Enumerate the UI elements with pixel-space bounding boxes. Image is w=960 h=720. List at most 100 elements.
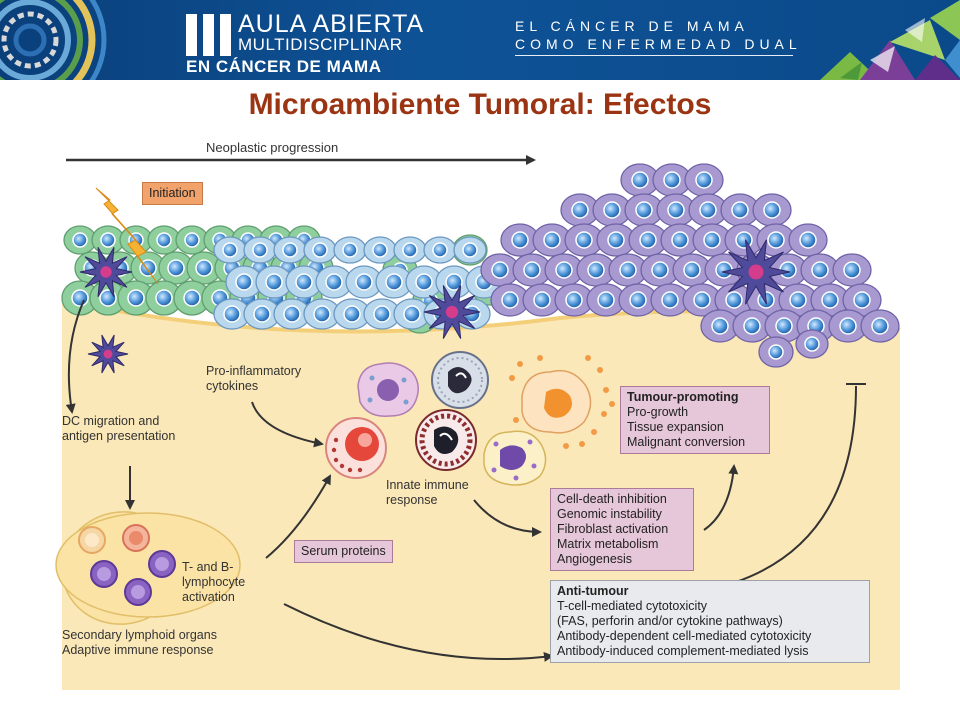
cell-nucleus bbox=[222, 242, 238, 258]
cell-nucleus bbox=[799, 231, 817, 249]
dendritic-cell-nucleus bbox=[748, 264, 764, 280]
macrophage-icon bbox=[521, 369, 592, 434]
mast-cell-icon bbox=[357, 362, 419, 417]
dendritic-cell-nucleus bbox=[445, 305, 459, 319]
dendritic-cell-nucleus bbox=[100, 266, 112, 278]
cell-nucleus bbox=[403, 305, 421, 323]
anti-tumour-inhibit-line bbox=[735, 385, 857, 583]
cell-nucleus bbox=[789, 291, 807, 309]
serum-proteins-label: Serum proteins bbox=[301, 544, 386, 558]
cell-nucleus bbox=[804, 336, 820, 352]
initiation-bolt-icon bbox=[95, 187, 159, 285]
cell-nucleus bbox=[491, 261, 509, 279]
anti-tumour-item: T-cell-mediated cytotoxicity bbox=[557, 599, 708, 613]
cell-nucleus bbox=[731, 201, 749, 219]
cell-nucleus bbox=[555, 261, 573, 279]
adaptive-to-antitumour-arrow bbox=[283, 603, 554, 662]
cell-nucleus bbox=[695, 171, 713, 189]
tumour-promoting-heading: Tumour-promoting bbox=[627, 390, 739, 404]
cell-nucleus bbox=[661, 291, 679, 309]
lymphocyte-line-2: lymphocyte bbox=[182, 575, 246, 589]
immune-cells bbox=[325, 351, 615, 486]
cell-nucleus bbox=[313, 305, 331, 323]
cell-nucleus bbox=[295, 273, 313, 291]
cell-nucleus bbox=[597, 291, 615, 309]
pro-inflammatory-label: Pro-inflammatory cytokines bbox=[206, 364, 301, 394]
cell-nucleus bbox=[635, 201, 653, 219]
tumour-promoting-item: Pro-growth bbox=[627, 405, 689, 419]
cell-nucleus bbox=[253, 305, 271, 323]
cell-nucleus bbox=[587, 261, 605, 279]
lymphocyte-line-1: T- and B- bbox=[182, 560, 234, 574]
cell-nucleus bbox=[156, 232, 172, 248]
effects-item: Cell-death inhibition bbox=[557, 492, 667, 506]
cell-nucleus bbox=[223, 305, 241, 323]
cell-nucleus bbox=[629, 291, 647, 309]
slogan-line-2: COMO ENFERMEDAD DUAL bbox=[515, 36, 802, 52]
cell-nucleus bbox=[735, 231, 753, 249]
cell-nucleus bbox=[195, 259, 213, 277]
cell-nucleus bbox=[342, 242, 358, 258]
cell-nucleus bbox=[184, 232, 200, 248]
cell-nucleus bbox=[533, 291, 551, 309]
cell-nucleus bbox=[167, 259, 185, 277]
tumour-promoting-item: Tissue expansion bbox=[627, 420, 724, 434]
cell-nucleus bbox=[235, 273, 253, 291]
cell-nucleus bbox=[72, 232, 88, 248]
anti-tumour-item: Antibody-induced complement-mediated lys… bbox=[557, 644, 809, 658]
pro-inflammatory-line-1: Pro-inflammatory bbox=[206, 364, 302, 378]
cell-nucleus bbox=[651, 261, 669, 279]
cell-nucleus bbox=[127, 289, 145, 307]
cell-nucleus bbox=[703, 231, 721, 249]
innate-immune-line-1: Innate immune bbox=[386, 478, 469, 492]
cell-nucleus bbox=[183, 289, 201, 307]
logo-icon bbox=[186, 14, 232, 56]
cell-nucleus bbox=[432, 242, 448, 258]
cell-nucleus bbox=[763, 201, 781, 219]
dendritic-cells bbox=[79, 239, 791, 374]
cell-nucleus bbox=[355, 273, 373, 291]
tumour-cells bbox=[480, 163, 900, 368]
cell-nucleus bbox=[768, 344, 784, 360]
logo-line-3: EN CÁNCER DE MAMA bbox=[186, 57, 382, 76]
dendritic-cell-nucleus bbox=[103, 349, 113, 359]
lymphocyte-icons bbox=[78, 524, 176, 606]
cell-nucleus bbox=[415, 273, 433, 291]
cell-nucleus bbox=[671, 231, 689, 249]
eosinophil-icon bbox=[415, 409, 477, 471]
innate-immune-label: Innate immune response bbox=[386, 478, 469, 508]
lymphocyte-activation-label: T- and B- lymphocyte activation bbox=[182, 560, 245, 605]
cell-nucleus bbox=[445, 273, 463, 291]
anti-tumour-item: (FAS, perforin and/or cytokine pathways) bbox=[557, 614, 783, 628]
cell-nucleus bbox=[402, 242, 418, 258]
neutrophil-icon bbox=[325, 417, 387, 479]
effects-to-tumour-arrow bbox=[703, 464, 739, 531]
serum-proteins-box: Serum proteins bbox=[294, 540, 393, 563]
dc-migration-label: DC migration and antigen presentation bbox=[62, 414, 175, 444]
mosaic-decoration bbox=[820, 0, 960, 80]
header-banner: AULA ABIERTA MULTIDISCIPLINAR EN CÁNCER … bbox=[0, 0, 960, 80]
cell-nucleus bbox=[871, 317, 889, 335]
initiation-label: Initiation bbox=[149, 186, 196, 200]
granulocyte-icon bbox=[431, 351, 489, 409]
cell-nucleus bbox=[343, 305, 361, 323]
cell-nucleus bbox=[725, 291, 743, 309]
lymphocyte-line-3: activation bbox=[182, 590, 235, 604]
cell-nucleus bbox=[639, 231, 657, 249]
cell-nucleus bbox=[565, 291, 583, 309]
cell-nucleus bbox=[523, 261, 541, 279]
cell-nucleus bbox=[607, 231, 625, 249]
cell-nucleus bbox=[775, 317, 793, 335]
basophil-icon bbox=[483, 430, 547, 486]
cell-nucleus bbox=[667, 201, 685, 219]
cell-nucleus bbox=[265, 273, 283, 291]
cell-nucleus bbox=[839, 317, 857, 335]
cell-nucleus bbox=[767, 231, 785, 249]
cell-nucleus bbox=[575, 231, 593, 249]
cell-nucleus bbox=[631, 171, 649, 189]
cell-nucleus bbox=[373, 305, 391, 323]
dc-migration-line-2: antigen presentation bbox=[62, 429, 176, 443]
innate-immune-line-2: response bbox=[386, 493, 438, 507]
cell-nucleus bbox=[372, 242, 388, 258]
cytokine-dots bbox=[509, 355, 615, 449]
